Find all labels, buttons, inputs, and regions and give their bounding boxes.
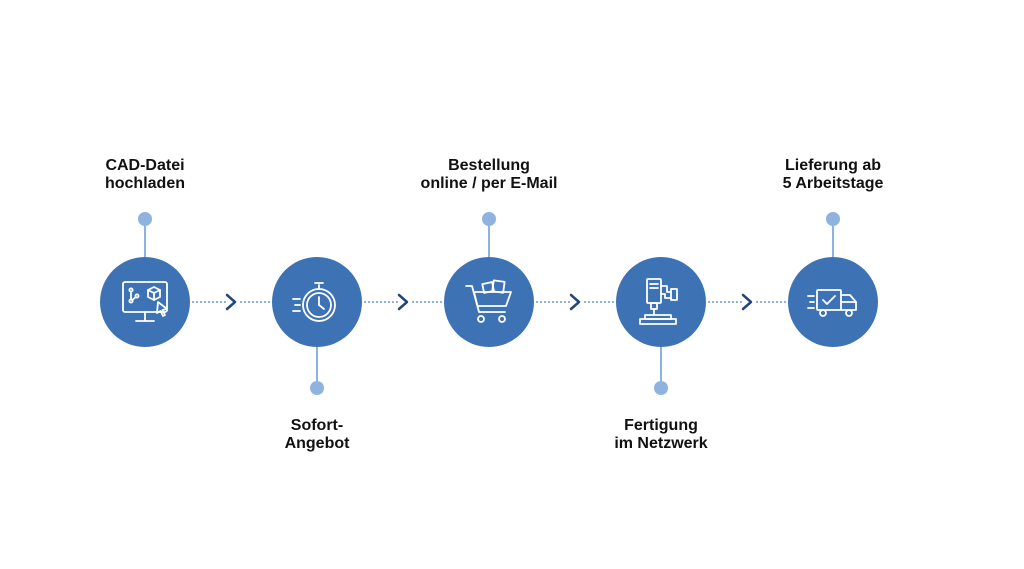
step-1-circle: [100, 257, 190, 347]
step-5-circle: [788, 257, 878, 347]
chevron-right-icon: [397, 293, 409, 311]
step-2-stem: [316, 347, 318, 381]
step-2-label-line2: Angebot: [284, 435, 350, 452]
step-5-marker-dot: [826, 212, 840, 226]
step-4-label-line2: im Netzwerk: [614, 435, 708, 452]
delivery-truck-icon: [807, 289, 857, 317]
step-2-circle: [272, 257, 362, 347]
connector-2b: [412, 301, 442, 303]
step-3-marker-dot: [482, 212, 496, 226]
step-4-stem: [660, 347, 662, 381]
step-3-label: Bestellung online / per E-Mail: [389, 157, 589, 193]
step-4-marker-dot: [654, 381, 668, 395]
step-2-label-line1: Sofort-: [290, 417, 344, 434]
step-4-label: Fertigung im Netzwerk: [561, 417, 761, 453]
chevron-right-icon: [225, 293, 237, 311]
step-5-label: Lieferung ab 5 Arbeitstage: [733, 157, 933, 193]
connector-3b: [584, 301, 614, 303]
chevron-right-icon: [569, 293, 581, 311]
connector-2: [364, 301, 398, 303]
step-1-label: CAD-Datei hochladen: [45, 157, 245, 193]
stopwatch-icon: [292, 282, 336, 322]
step-4-label-line1: Fertigung: [624, 417, 698, 434]
step-1-label-line2: hochladen: [104, 175, 185, 192]
step-3-stem: [488, 225, 490, 257]
step-3-label-line1: Bestellung: [448, 157, 530, 174]
connector-1: [192, 301, 226, 303]
step-3-label-line2: online / per E-Mail: [420, 175, 558, 192]
monitor-cad-icon: [122, 281, 168, 322]
step-3-circle: [444, 257, 534, 347]
shopping-cart-icon: [465, 279, 512, 323]
cnc-machine-icon: [639, 278, 678, 325]
connector-3: [536, 301, 570, 303]
step-2-marker-dot: [310, 381, 324, 395]
step-4-circle: [616, 257, 706, 347]
step-5-label-line2: 5 Arbeitstage: [782, 175, 884, 192]
step-1-label-line1: CAD-Datei: [105, 157, 185, 174]
chevron-right-icon: [741, 293, 753, 311]
connector-4: [708, 301, 742, 303]
step-1-stem: [144, 225, 146, 257]
connector-1b: [240, 301, 270, 303]
step-1-marker-dot: [138, 212, 152, 226]
step-5-stem: [832, 225, 834, 257]
step-2-label: Sofort- Angebot: [217, 417, 417, 453]
connector-4b: [756, 301, 786, 303]
step-5-label-line1: Lieferung ab: [784, 157, 881, 174]
